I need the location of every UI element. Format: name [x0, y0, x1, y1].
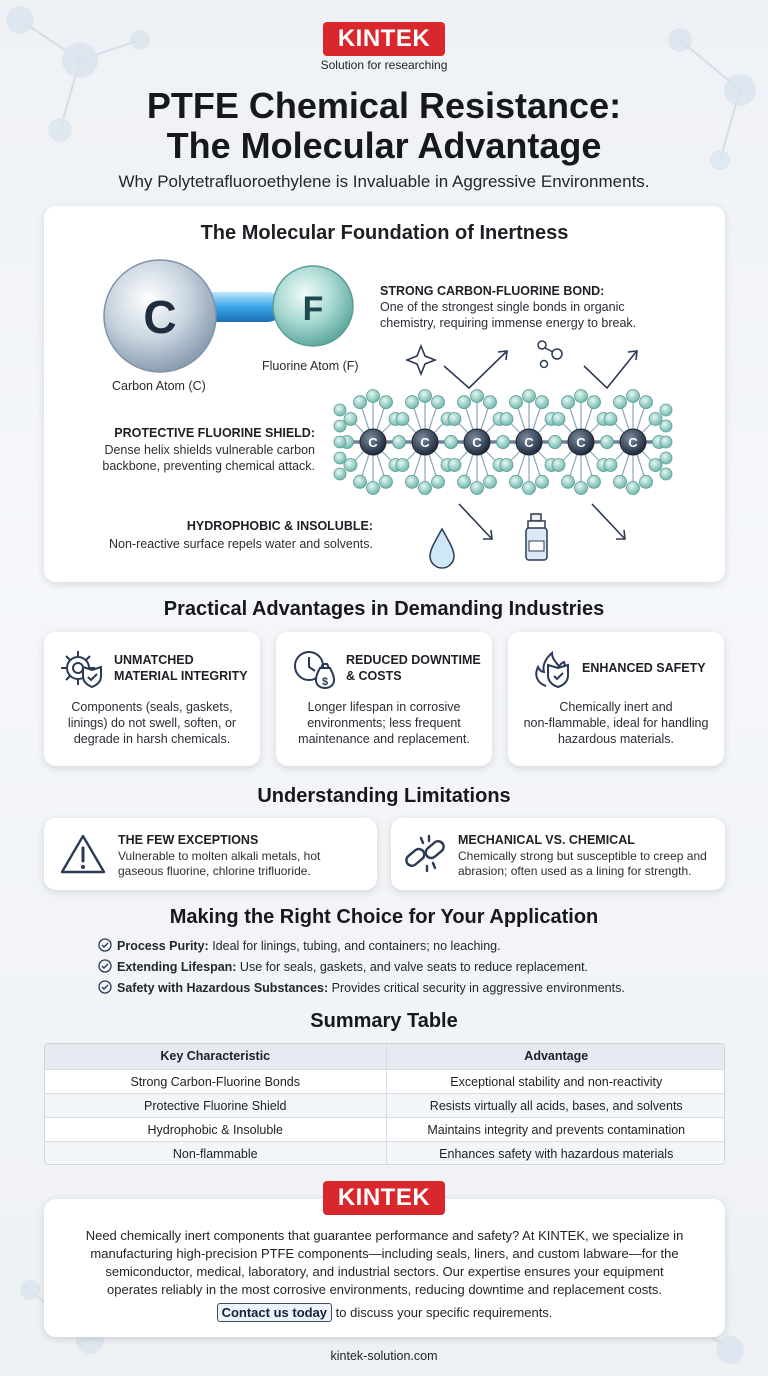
brand-tagline: Solution for researching: [320, 58, 448, 72]
choice-item-purity: Process Purity: Ideal for linings, tubin…: [98, 938, 501, 953]
cta-after-button: to discuss your specific requirements.: [332, 1305, 553, 1320]
page-subtitle: Why Polytetrafluoroethylene is Invaluabl…: [118, 172, 650, 191]
break-arrow-icon: [583, 351, 637, 390]
advantage-desc-downtime: Longer lifespan in corrosive environment…: [298, 700, 470, 746]
bond-description: One of the strongest single bonds in org…: [380, 300, 637, 330]
table-cell: Resists virtually all acids, bases, and …: [385, 1094, 725, 1117]
limitation-card-exceptions: THE FEW EXCEPTIONS Vulnerable to molten …: [44, 818, 377, 890]
advantage-title-safety: ENHANCED SAFETY: [582, 661, 706, 675]
molecular-foundation-card: The Molecular Foundation of Inertness: [44, 206, 725, 582]
table-cell: Enhances safety with hazardous materials: [385, 1142, 725, 1164]
limitation-title-exceptions: THE FEW EXCEPTIONS: [118, 833, 259, 847]
cta-text: Need chemically inert components that gu…: [85, 1228, 684, 1297]
choice-item-safety: Safety with Hazardous Substances: Provid…: [98, 980, 625, 995]
table-cell: Hydrophobic & Insoluble: [147, 1123, 284, 1137]
limitation-desc-mechanical: Chemically strong but susceptible to cre…: [458, 849, 707, 878]
svg-text:$: $: [322, 676, 328, 688]
fluorine-symbol: F: [303, 290, 324, 328]
table-header-row: Key Characteristic Advantage: [45, 1044, 725, 1069]
cta-card: Need chemically inert components that gu…: [44, 1199, 725, 1337]
hydrophobic-title: HYDROPHOBIC & INSOLUBLE:: [186, 519, 373, 533]
svg-text:C: C: [524, 435, 534, 450]
summary-heading: Summary Table: [310, 1010, 458, 1032]
foundation-heading: The Molecular Foundation of Inertness: [200, 222, 569, 244]
svg-text:C: C: [420, 435, 430, 450]
page-title: PTFE Chemical Resistance: The Molecular …: [0, 86, 768, 166]
table-row: Protective Fluorine Shield Resists virtu…: [45, 1093, 725, 1117]
shield-title: PROTECTIVE FLUORINE SHIELD:: [114, 426, 315, 440]
table-cell: Strong Carbon-Fluorine Bonds: [130, 1075, 301, 1089]
limitation-title-mechanical: MECHANICAL VS. CHEMICAL: [458, 833, 635, 847]
water-drop-icon: [429, 527, 455, 569]
table-cell: Protective Fluorine Shield: [144, 1099, 287, 1113]
carbon-symbol: C: [143, 291, 176, 343]
advantages-heading: Practical Advantages in Demanding Indust…: [163, 598, 605, 620]
repel-arrow-icon: [458, 503, 492, 539]
check-circle-icon: [98, 938, 112, 952]
kintek-logo: KINTEK: [323, 22, 445, 56]
repel-arrow-icon-2: [591, 503, 625, 539]
advantage-title-downtime: REDUCED DOWNTIME & COSTS: [346, 653, 481, 683]
advantage-desc-integrity: Components (seals, gaskets, linings) do …: [67, 700, 237, 746]
clock-money-icon: $: [294, 651, 336, 690]
table-row: Strong Carbon-Fluorine Bonds Exceptional…: [45, 1069, 725, 1093]
advantage-desc-safety: Chemically inert and non-flammable, idea…: [523, 700, 709, 746]
advantage-title-integrity: UNMATCHED MATERIAL INTEGRITY: [114, 653, 248, 683]
advantage-card-downtime: $ REDUCED DOWNTIME & COSTS Longer lifesp…: [276, 632, 492, 766]
flame-shield-icon: [535, 650, 569, 689]
title-line-1: PTFE Chemical Resistance:: [146, 85, 622, 126]
table-row: Hydrophobic & Insoluble Maintains integr…: [45, 1117, 725, 1141]
table-row: Non-flammable Enhances safety with hazar…: [45, 1141, 725, 1164]
advantage-card-integrity: UNMATCHED MATERIAL INTEGRITY Components …: [44, 632, 260, 766]
website-link[interactable]: kintek-solution.com: [330, 1349, 438, 1363]
advantage-card-safety: ENHANCED SAFETY Chemically inert and non…: [508, 632, 724, 766]
table-header-cell: Key Characteristic: [160, 1049, 271, 1063]
solvent-bottle-icon: [525, 513, 548, 561]
bond-title: STRONG CARBON-FLUORINE BOND:: [380, 284, 605, 298]
fluorine-label: Fluorine Atom (F): [262, 359, 359, 373]
table-header-cell: Advantage: [385, 1044, 725, 1069]
title-line-2: The Molecular Advantage: [166, 125, 602, 166]
cta-action-line: Contact us today to discuss your specifi…: [44, 1303, 725, 1322]
shield-description: Dense helix shields vulnerable carbon ba…: [102, 443, 315, 473]
choice-item-lifespan: Extending Lifespan: Use for seals, gaske…: [98, 959, 588, 974]
limitations-heading: Understanding Limitations: [257, 785, 511, 807]
kintek-logo-footer: KINTEK: [323, 1181, 445, 1215]
svg-text:C: C: [368, 435, 378, 450]
gear-shield-icon: [61, 651, 102, 689]
broken-chain-icon: [405, 834, 445, 873]
limitation-card-mechanical: MECHANICAL VS. CHEMICAL Chemically stron…: [391, 818, 725, 890]
summary-table: Key Characteristic Advantage Strong Carb…: [44, 1043, 725, 1165]
svg-text:C: C: [576, 435, 586, 450]
carbon-label: Carbon Atom (C): [112, 379, 206, 393]
choice-heading: Making the Right Choice for Your Applica…: [169, 906, 599, 928]
molecule-illustration: C F C C C C C C: [103, 259, 673, 569]
energy-arrow-icon: [443, 351, 507, 390]
broken-bond-icon: [537, 340, 563, 369]
hydrophobic-description: Non-reactive surface repels water and so…: [108, 537, 373, 551]
check-circle-icon: [98, 980, 112, 994]
fluorine-atom: [272, 265, 354, 347]
sparkle-icon: [404, 343, 438, 377]
contact-us-button[interactable]: Contact us today: [216, 1303, 333, 1322]
limitation-desc-exceptions: Vulnerable to molten alkali metals, hot …: [118, 849, 321, 878]
table-cell: Exceptional stability and non-reactivity: [385, 1070, 725, 1093]
carbon-atom: [103, 259, 217, 373]
table-cell: Non-flammable: [172, 1147, 258, 1161]
svg-text:C: C: [472, 435, 482, 450]
warning-icon: [60, 834, 106, 874]
check-circle-icon: [98, 959, 112, 973]
svg-text:C: C: [628, 435, 638, 450]
table-cell: Maintains integrity and prevents contami…: [385, 1118, 725, 1141]
